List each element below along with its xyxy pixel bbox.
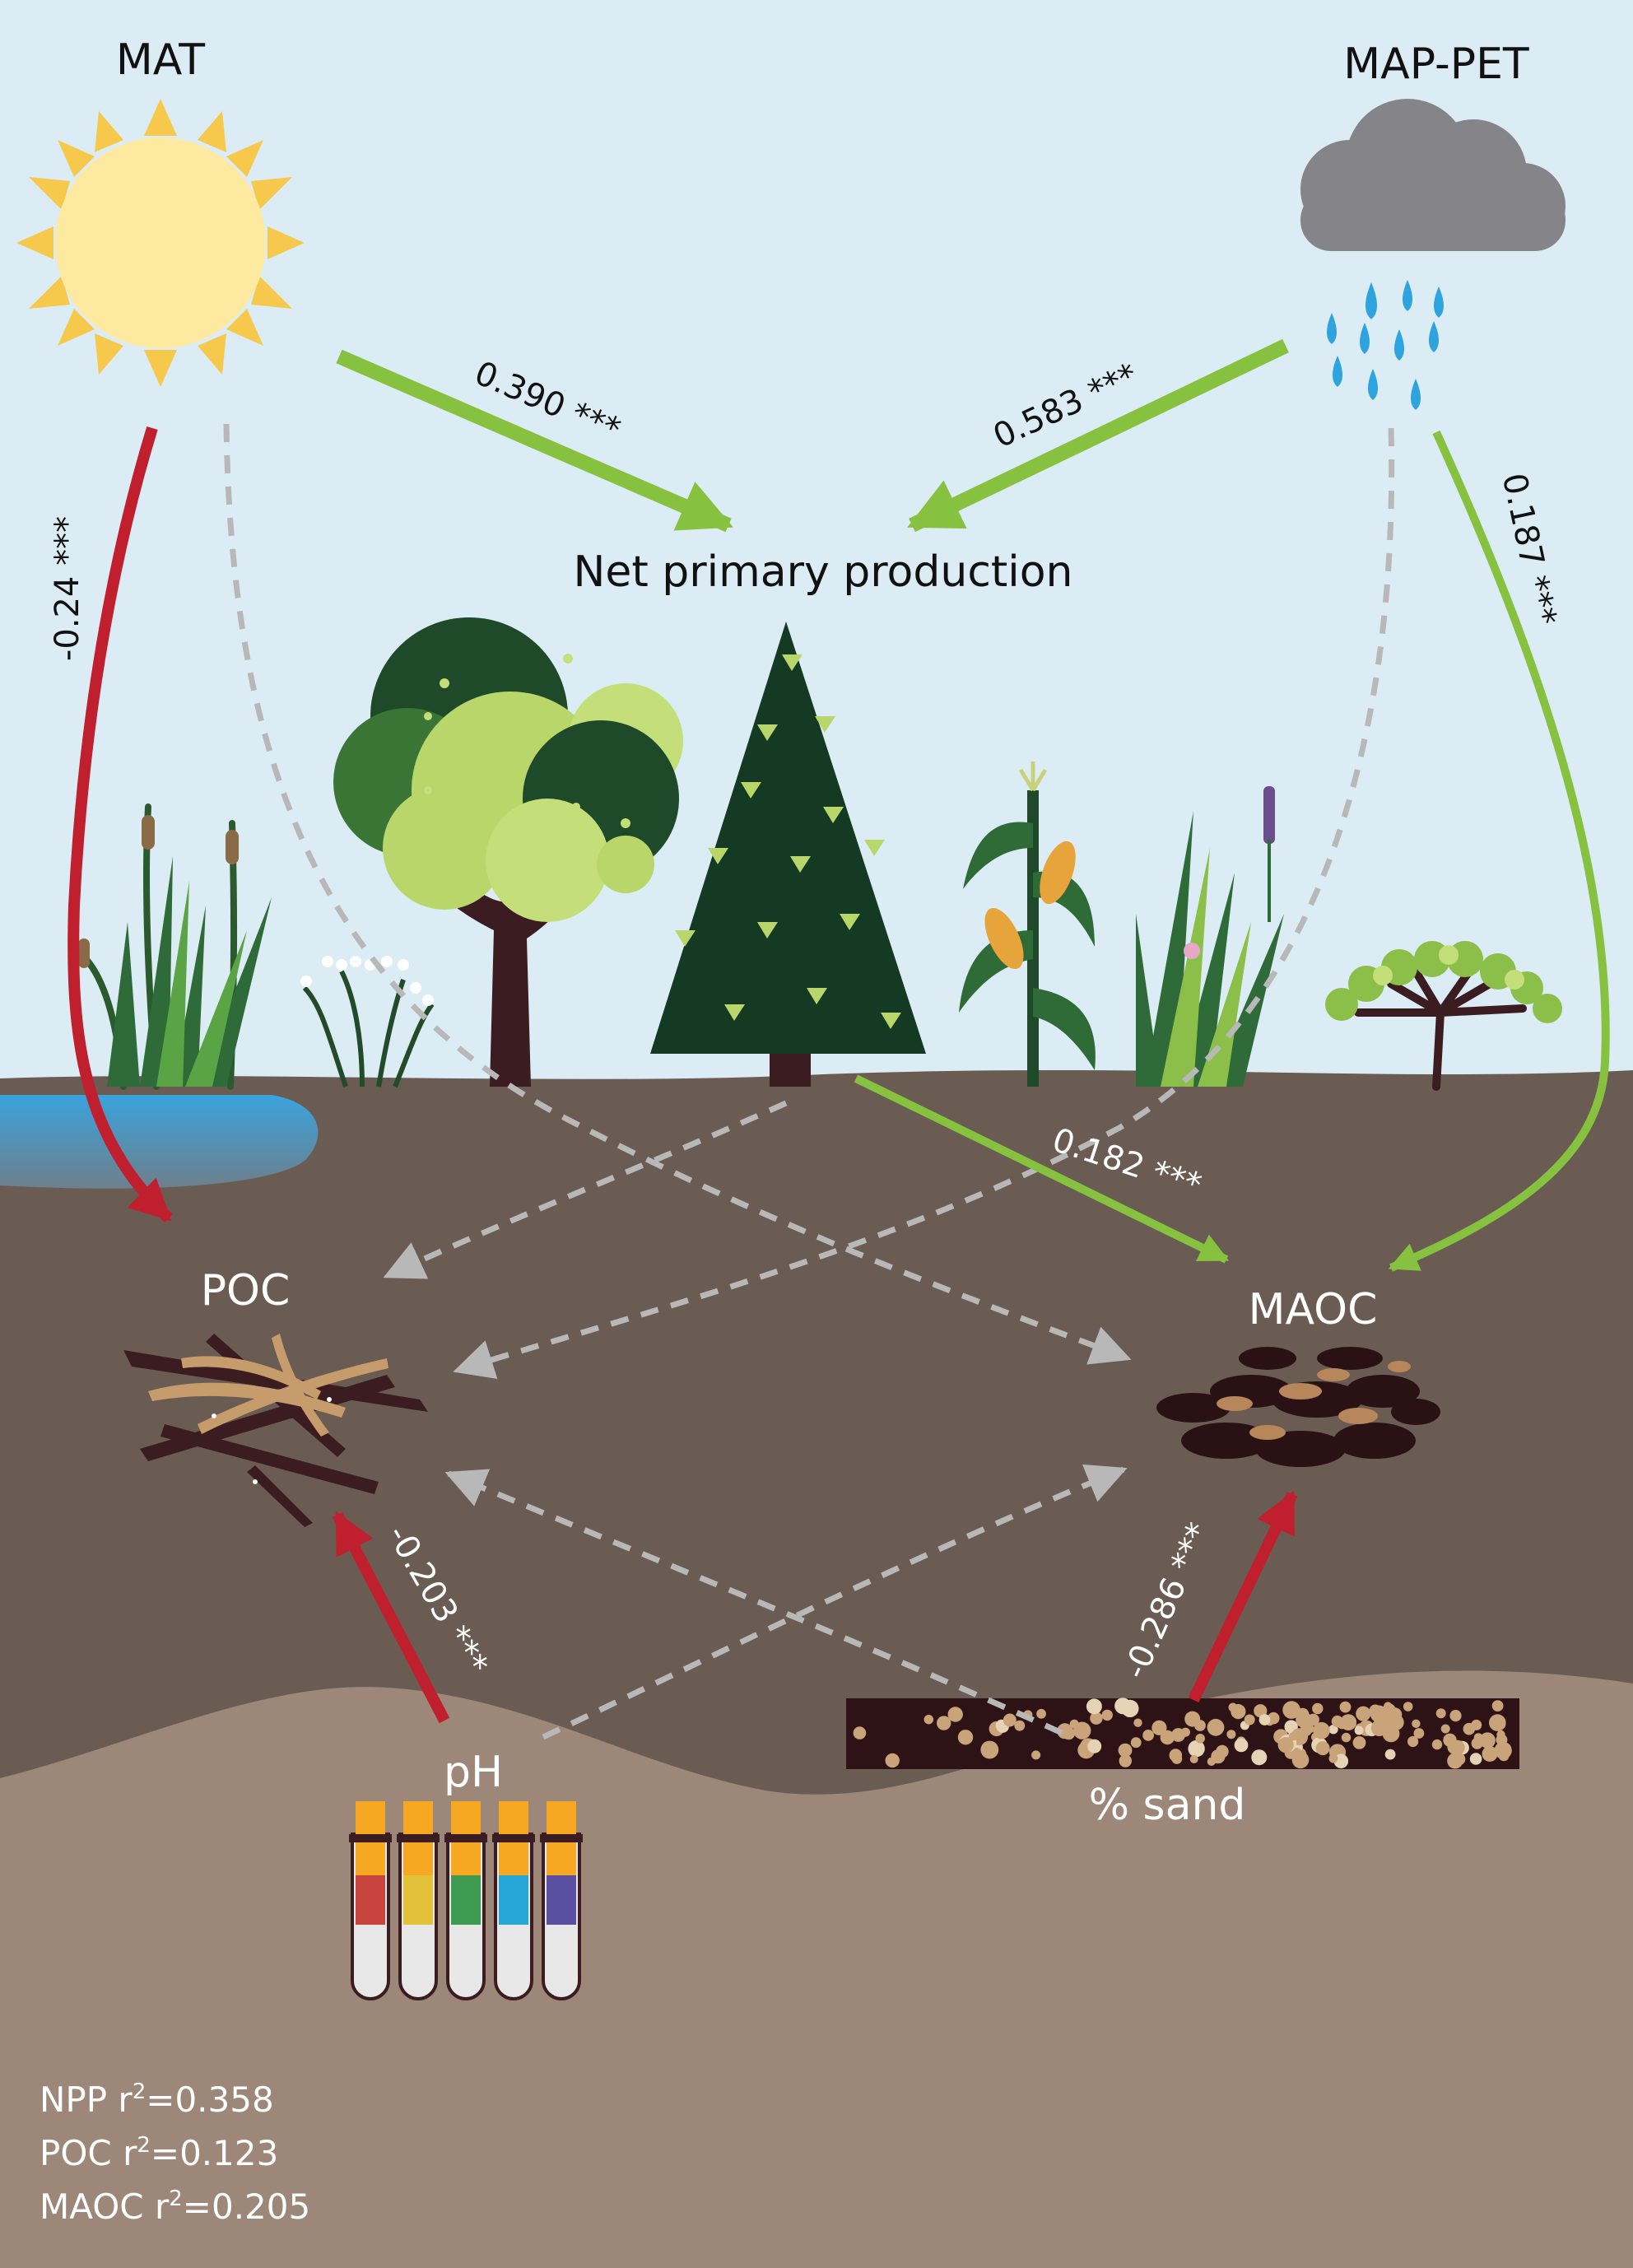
sand-grain [1463, 1723, 1476, 1735]
sand-grain [1171, 1753, 1182, 1764]
sand-grain [1207, 1719, 1225, 1736]
sand-grain [1251, 1749, 1267, 1765]
sand-grain [1300, 1725, 1312, 1737]
sand-grain [1231, 1704, 1245, 1719]
pond [0, 1095, 318, 1189]
sand-grain [1031, 1750, 1040, 1759]
sun-icon [16, 99, 305, 387]
sand-grain [1087, 1739, 1101, 1753]
sand-grain [1194, 1720, 1206, 1731]
sand-grain [1403, 1702, 1413, 1711]
sand-grain [1489, 1714, 1506, 1731]
label-mat: MAT [116, 35, 205, 85]
sand-grain [1161, 1730, 1175, 1744]
sand-grain [1449, 1710, 1461, 1721]
coef-mat-poc: -0.24 *** [49, 516, 86, 661]
sand-grain [1499, 1750, 1510, 1761]
sand-grain [1441, 1725, 1450, 1734]
sand-grain [1131, 1737, 1142, 1748]
r-squared-summary: NPP r2=0.358 POC r2=0.123 MAOC r2=0.205 [40, 2079, 310, 2227]
sand-grain [1086, 1698, 1102, 1714]
sand-grain [958, 1730, 973, 1744]
sand-grain [1316, 1741, 1330, 1755]
sand-grain [1355, 1726, 1364, 1735]
sand-grain [980, 1741, 998, 1759]
sand-grain [1340, 1714, 1356, 1730]
sand-grain [1003, 1714, 1017, 1727]
sand-grain [1278, 1737, 1294, 1753]
sand-grain [1142, 1730, 1154, 1741]
sand-grain [1036, 1709, 1046, 1719]
sand-grain [1119, 1744, 1133, 1758]
sand-texture-bar [846, 1698, 1519, 1769]
sand-grain [1245, 1715, 1255, 1725]
sand-grain [1388, 1714, 1404, 1730]
sand-grain [1470, 1753, 1482, 1765]
sand-grain [1235, 1739, 1249, 1753]
sand-grain [1454, 1753, 1466, 1766]
sand-grain [1436, 1708, 1446, 1718]
label-map-pet: MAP-PET [1343, 40, 1529, 89]
sand-grain [1492, 1700, 1504, 1711]
sand-grain [1190, 1755, 1198, 1763]
sand-grain [924, 1715, 933, 1724]
sand-grain [1114, 1698, 1131, 1714]
sand-grain [1342, 1733, 1351, 1742]
sand-grain [1340, 1702, 1352, 1713]
sand-grain [1216, 1745, 1229, 1758]
sand-grain [1195, 1734, 1205, 1744]
sand-grain [1472, 1738, 1483, 1749]
sand-grain [1412, 1720, 1420, 1728]
ph-test-tubes [349, 1801, 583, 1999]
sand-grain [1181, 1728, 1190, 1737]
sand-grain [1207, 1758, 1216, 1766]
sand-grain [854, 1726, 867, 1739]
sand-grain [937, 1716, 951, 1730]
sand-grain [1226, 1730, 1235, 1739]
sand-grain [1259, 1714, 1271, 1725]
sand-grain [1356, 1707, 1370, 1721]
sand-grain [1353, 1736, 1366, 1749]
label-sand: % sand [1089, 1781, 1246, 1830]
label-poc: POC [201, 1266, 291, 1316]
r2-npp: NPP r2=0.358 [40, 2079, 274, 2120]
sand-grain [1432, 1739, 1442, 1749]
sand-grain [1102, 1710, 1113, 1721]
sand-grain [1133, 1719, 1142, 1727]
label-npp: Net primary production [573, 547, 1072, 597]
sand-grain [1329, 1754, 1338, 1763]
sand-grain [1370, 1706, 1388, 1723]
r2-poc: POC r2=0.123 [40, 2133, 278, 2173]
sand-grain [1450, 1740, 1465, 1755]
sand-grain [1385, 1749, 1396, 1760]
sand-grain [1312, 1703, 1323, 1714]
label-ph: pH [444, 1748, 503, 1797]
label-maoc: MAOC [1249, 1285, 1378, 1334]
sand-grain [886, 1753, 900, 1767]
sand-grain [1414, 1728, 1425, 1739]
